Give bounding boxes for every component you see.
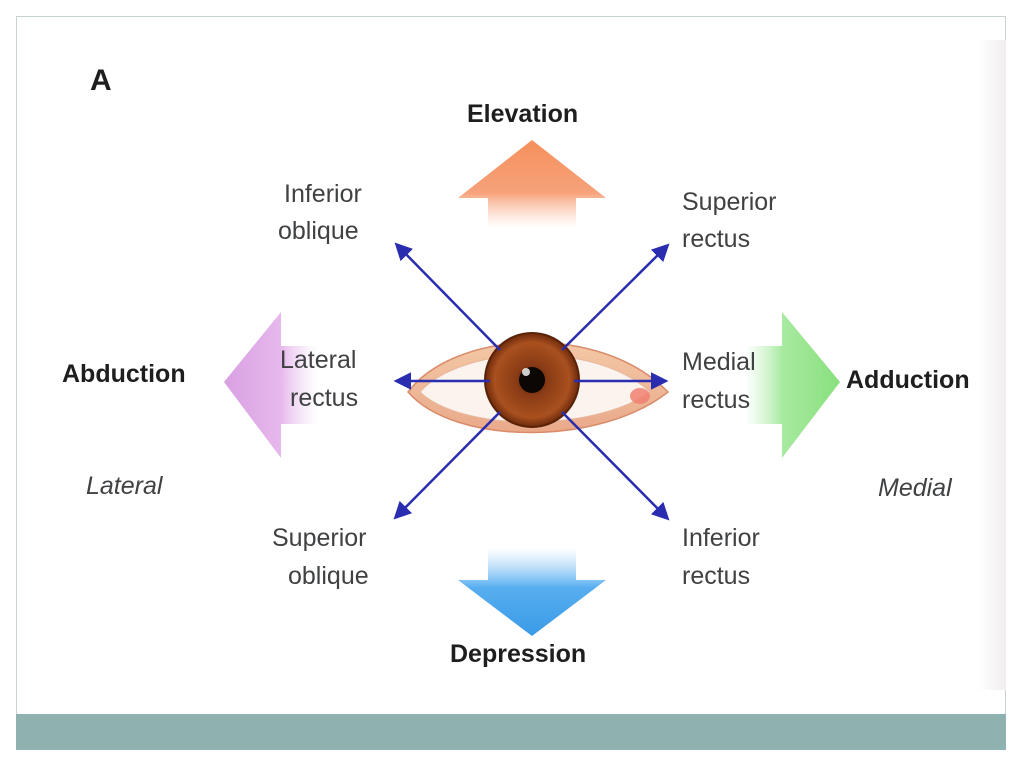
lateral-rectus-label-line1: Lateral	[280, 346, 357, 374]
superior-rectus-label-line1: Superior	[682, 188, 777, 216]
medial-side-label: Medial	[878, 474, 952, 502]
depression-label: Depression	[450, 640, 587, 668]
lateral-side-label: Lateral	[86, 472, 163, 500]
inferior-rectus-vector	[561, 411, 670, 521]
slide-footer-band	[16, 714, 1006, 750]
adduction-label: Adduction	[846, 366, 970, 394]
lateral-rectus-label-line2: rectus	[290, 384, 359, 412]
depression-arrow	[458, 548, 606, 636]
inferior-oblique-vector	[394, 242, 501, 351]
inferior-oblique-label-line1: Inferior	[284, 180, 362, 208]
inferior-rectus-label-line1: Inferior	[682, 524, 760, 552]
elevation-arrow	[458, 140, 606, 228]
medial-rectus-label-line2: rectus	[682, 386, 751, 414]
inferior-rectus-label-line2: rectus	[682, 562, 751, 590]
medial-rectus-label-line1: Medial	[682, 348, 756, 376]
superior-oblique-vector	[393, 411, 501, 520]
abduction-label: Abduction	[62, 360, 186, 388]
slide-edge-shadow	[978, 40, 1006, 690]
superior-rectus-label-line2: rectus	[682, 225, 751, 253]
panel-label: A	[90, 64, 112, 97]
superior-rectus-vector	[561, 243, 670, 351]
eye-illustration	[407, 332, 670, 434]
elevation-label: Elevation	[467, 100, 579, 128]
adduction-arrow	[744, 312, 840, 458]
superior-oblique-label-line1: Superior	[272, 524, 367, 552]
abduction-arrow	[224, 312, 318, 458]
inferior-oblique-label-line2: oblique	[278, 217, 359, 245]
superior-oblique-label-line2: oblique	[288, 562, 369, 590]
